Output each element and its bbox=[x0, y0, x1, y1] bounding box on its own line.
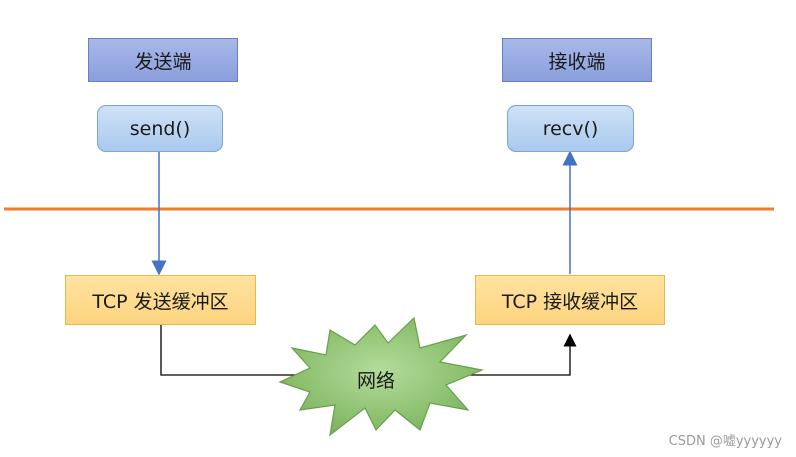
network-label: 网络 bbox=[356, 370, 395, 392]
recv-function-box: recv() bbox=[507, 105, 634, 152]
tcp-recv-buffer: TCP 接收缓冲区 bbox=[475, 275, 665, 325]
tcp-send-buffer: TCP 发送缓冲区 bbox=[65, 275, 256, 325]
network-path-left bbox=[160, 325, 300, 376]
network-burst-shape bbox=[278, 316, 485, 437]
watermark: CSDN @嘘yyyyyy bbox=[668, 434, 782, 449]
send-function-box: send() bbox=[97, 105, 223, 152]
network-path-right bbox=[450, 333, 577, 376]
receiver-header: 接收端 bbox=[502, 38, 652, 82]
sender-header: 发送端 bbox=[88, 38, 238, 82]
